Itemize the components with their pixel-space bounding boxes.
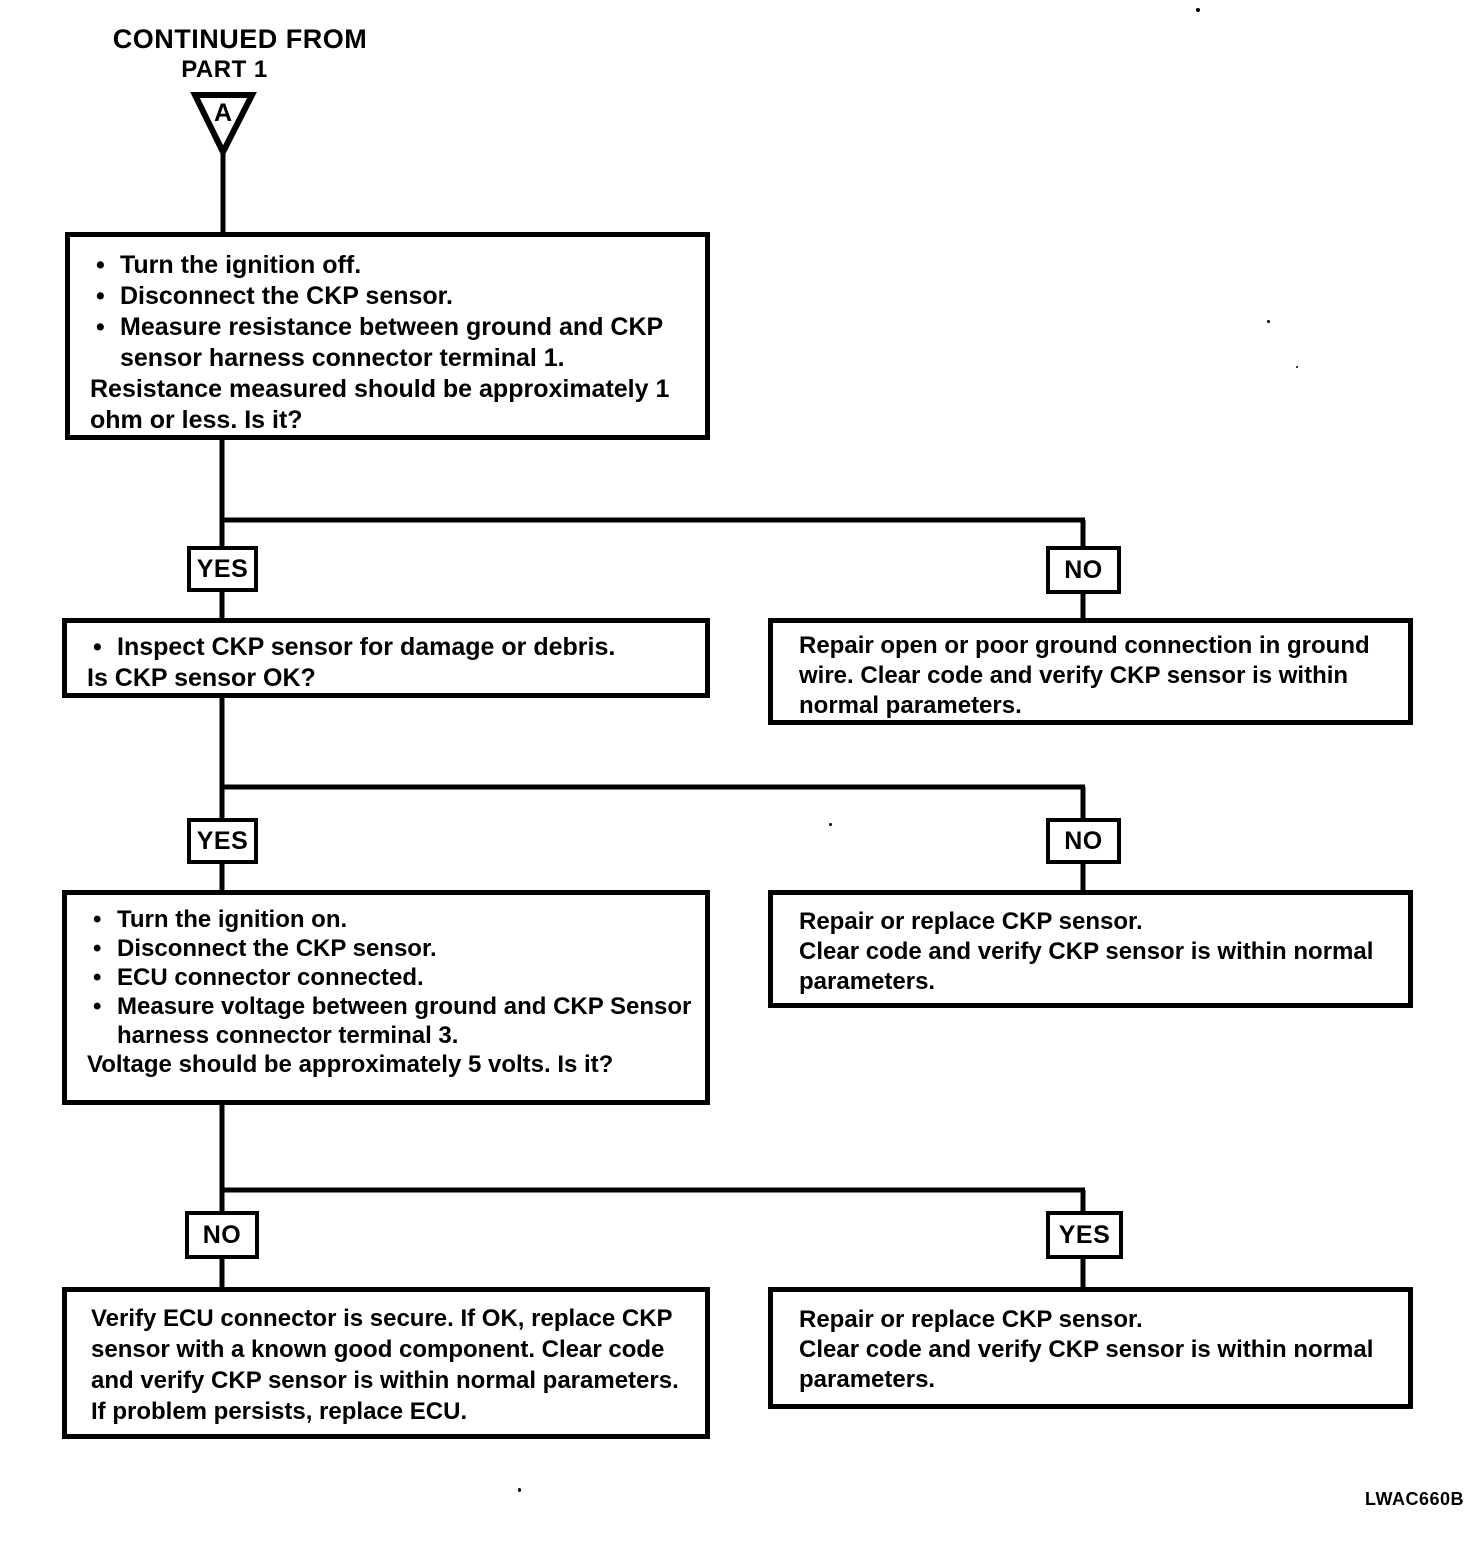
branch2-no-label: NO — [1046, 818, 1121, 864]
action-text-line: Repair or replace CKP sensor. — [799, 1306, 1143, 1333]
bullet-text: ECU connector connected. — [117, 964, 424, 991]
question-text: Voltage should be approximately 5 volts.… — [87, 1051, 614, 1078]
bullet-item: • ECU connector connected. — [87, 963, 693, 992]
branch1-no-label: NO — [1046, 546, 1121, 594]
scan-artifact-dot — [829, 823, 832, 826]
terminal-box-repair-ground: Repair open or poor ground connection in… — [768, 618, 1413, 725]
bullet-item: • Disconnect the CKP sensor. — [87, 934, 693, 963]
terminal-box-repair-sensor-no: Repair or replace CKP sensor. Clear code… — [768, 890, 1413, 1008]
question-text: Is CKP sensor OK? — [87, 664, 316, 692]
branch2-yes-label: YES — [187, 818, 258, 864]
bullet-text: Turn the ignition on. — [117, 906, 348, 933]
bullet-text: Measure voltage between ground and CKP S… — [117, 993, 692, 1049]
branch3-no-label: NO — [185, 1211, 259, 1259]
action-text-line: Repair or replace CKP sensor. — [799, 908, 1143, 935]
bullet-icon: • — [93, 935, 102, 962]
bullet-icon: • — [93, 633, 102, 661]
bullet-item: • Turn the ignition on. — [87, 905, 693, 934]
question-text: Resistance measured should be approximat… — [90, 375, 670, 434]
scan-artifact-dot — [1296, 366, 1298, 368]
action-text: Verify ECU connector is secure. If OK, r… — [91, 1305, 679, 1425]
action-text: Repair open or poor ground connection in… — [799, 632, 1370, 719]
bullet-icon: • — [96, 282, 105, 310]
bullet-text: Inspect CKP sensor for damage or debris. — [117, 633, 616, 661]
process-box-inspect-sensor: • Inspect CKP sensor for damage or debri… — [62, 618, 710, 698]
bullet-icon: • — [96, 313, 105, 341]
bullet-icon: • — [93, 906, 102, 933]
scan-artifact-dot — [1267, 320, 1270, 323]
bullet-text: Turn the ignition off. — [120, 251, 362, 279]
action-text-line: Clear code and verify CKP sensor is with… — [799, 938, 1374, 995]
process-box-voltage-check: • Turn the ignition on. • Disconnect the… — [62, 890, 710, 1105]
terminal-box-repair-sensor-yes: Repair or replace CKP sensor. Clear code… — [768, 1287, 1413, 1409]
bullet-item: • Disconnect the CKP sensor. — [90, 281, 693, 312]
connector-a-label: A — [213, 99, 233, 127]
branch3-yes-label: YES — [1046, 1211, 1123, 1259]
bullet-item: • Measure voltage between ground and CKP… — [87, 992, 693, 1050]
bullet-text: Measure resistance between ground and CK… — [120, 313, 663, 372]
continued-from-title: CONTINUED FROM — [112, 24, 368, 54]
part-subtitle: PART 1 — [181, 56, 268, 83]
scan-artifact-dot — [518, 1488, 521, 1492]
terminal-box-verify-ecu: Verify ECU connector is secure. If OK, r… — [62, 1287, 710, 1439]
bullet-icon: • — [93, 964, 102, 991]
bullet-item: • Measure resistance between ground and … — [90, 312, 693, 374]
continuation-triangle-icon — [190, 92, 257, 159]
scan-artifact-dot — [1196, 8, 1200, 12]
bullet-text: Disconnect the CKP sensor. — [117, 935, 437, 962]
bullet-icon: • — [93, 993, 102, 1020]
bullet-icon: • — [96, 251, 105, 279]
action-text-line: Clear code and verify CKP sensor is with… — [799, 1336, 1374, 1393]
bullet-item: • Turn the ignition off. — [90, 250, 693, 281]
bullet-item: • Inspect CKP sensor for damage or debri… — [87, 632, 693, 663]
figure-code: LWAC660B — [1364, 1489, 1464, 1509]
bullet-text: Disconnect the CKP sensor. — [120, 282, 453, 310]
branch1-yes-label: YES — [187, 546, 258, 592]
process-box-resistance-check: • Turn the ignition off. • Disconnect th… — [65, 232, 710, 440]
